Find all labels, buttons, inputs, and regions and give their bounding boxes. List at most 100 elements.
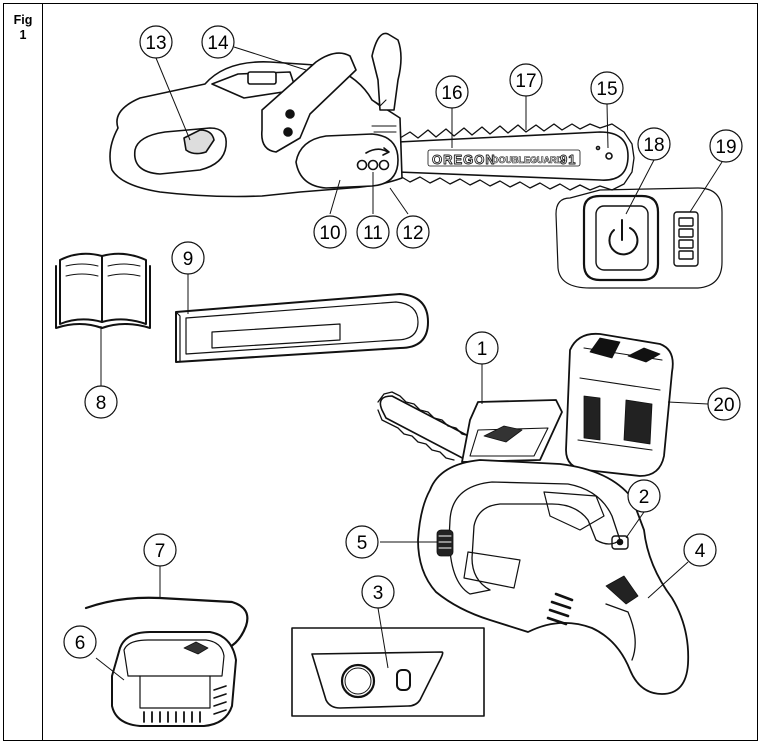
bar-label-band: [427, 149, 581, 167]
lower-rear-handle-loop: [448, 481, 621, 595]
callout-number: 13: [145, 33, 166, 54]
leader-18: [625, 159, 655, 215]
callout-number: 17: [515, 71, 536, 92]
callout-circle: [171, 241, 205, 275]
callout-2: 2: [627, 479, 661, 513]
callout-circle: [63, 625, 97, 659]
callout-3: 3: [361, 575, 395, 609]
battery-slot-top: [211, 71, 297, 99]
callout-number: 12: [402, 223, 423, 244]
callout-circle: [361, 575, 395, 609]
lower-handle-cutout: [543, 491, 605, 531]
callout-12: 12: [396, 215, 430, 249]
callout-19: 19: [709, 129, 743, 163]
charger-cable: [84, 596, 249, 650]
bar-model-text: DOUBLEGUARD: [492, 155, 563, 165]
brake-pivot: [371, 99, 387, 107]
battery-charger: [84, 596, 249, 727]
figure-frame: [3, 3, 758, 741]
callout-number: 3: [373, 583, 384, 604]
callout-6: 6: [63, 625, 97, 659]
callout-number: 8: [96, 393, 107, 414]
callout-number: 10: [319, 223, 340, 244]
leader-3: [377, 607, 389, 669]
saw-chain: [399, 123, 635, 191]
callout-number: 4: [695, 541, 706, 562]
callout-number: 11: [363, 223, 383, 244]
front-handle: [260, 52, 357, 153]
lower-vent-slots: [546, 592, 574, 626]
callout-number: 5: [357, 533, 368, 554]
lower-trigger: [605, 575, 639, 605]
callout-circle: [313, 215, 347, 249]
lower-chainsaw-body: [417, 459, 690, 695]
callout-16: 16: [435, 75, 469, 109]
handle-screw-1: [285, 109, 295, 119]
trigger: [183, 129, 215, 155]
bar-mount-lines: [371, 125, 397, 133]
power-icon: [608, 219, 639, 256]
callout-circle: [356, 215, 390, 249]
callout-circle: [509, 63, 543, 97]
power-switch: [611, 535, 629, 550]
leader-19: [689, 161, 723, 213]
lock-off-button: [436, 529, 454, 557]
charger-vents-side: [213, 685, 227, 715]
callout-circle: [396, 215, 430, 249]
callout-13: 13: [139, 25, 173, 59]
callout-number: 6: [75, 633, 86, 654]
figure-label-cell: Fig 1: [3, 3, 43, 741]
callout-circle: [84, 385, 118, 419]
leader-lines: [95, 46, 723, 681]
callout-number: 1: [477, 339, 488, 360]
callout-10: 10: [313, 215, 347, 249]
battery-latch-top: [247, 71, 277, 85]
manual-book-icon: [55, 252, 151, 329]
callout-circle: [709, 129, 743, 163]
callout-1: 1: [465, 331, 499, 365]
detail-switch-panel: [311, 651, 444, 709]
lower-guide-bar: [379, 395, 477, 463]
callout-5: 5: [345, 525, 379, 559]
callout-number: 19: [715, 137, 736, 158]
bottom-chainsaw-illustration: [377, 332, 690, 695]
battery-latch-dark-2: [627, 347, 661, 363]
callout-circle: [627, 479, 661, 513]
charger-vents-front: [143, 711, 201, 723]
leader-2: [625, 511, 645, 539]
callout-17: 17: [509, 63, 543, 97]
battery-level-icon: [673, 211, 699, 267]
tension-arrow-head: [382, 147, 390, 156]
callout-number: 18: [643, 135, 664, 156]
bar-nose-rivet: [605, 152, 613, 160]
callout-20: 20: [707, 387, 741, 421]
tension-knob-circle-1: [356, 159, 368, 171]
callout-number: 16: [441, 83, 462, 104]
detail-box: [291, 627, 485, 717]
leader-14: [233, 46, 307, 71]
rear-handle-opening: [133, 127, 227, 175]
guide-bar: [397, 131, 629, 181]
callout-circle: [345, 525, 379, 559]
callout-14: 14: [201, 25, 235, 59]
bar-brand-text: OREGON: [432, 152, 496, 167]
lower-saw-chain: [377, 391, 471, 461]
callout-circle: [590, 71, 624, 105]
lower-side-vent: [463, 551, 521, 589]
callout-circle: [201, 25, 235, 59]
battery-latch-dark: [589, 337, 621, 359]
callout-8: 8: [84, 385, 118, 419]
leader-4: [647, 561, 689, 599]
power-switch-dot: [616, 538, 624, 546]
figure-label-number: 1: [19, 28, 27, 42]
callout-circle: [435, 75, 469, 109]
callout-number: 2: [639, 487, 650, 508]
callout-9: 9: [171, 241, 205, 275]
callout-4: 4: [683, 533, 717, 567]
callout-7: 7: [143, 533, 177, 567]
top-chainsaw-illustration: OREGON DOUBLEGUARD 91: [109, 32, 723, 289]
callout-number: 15: [596, 79, 617, 100]
callout-circle: [707, 387, 741, 421]
leader-20: [667, 401, 709, 405]
